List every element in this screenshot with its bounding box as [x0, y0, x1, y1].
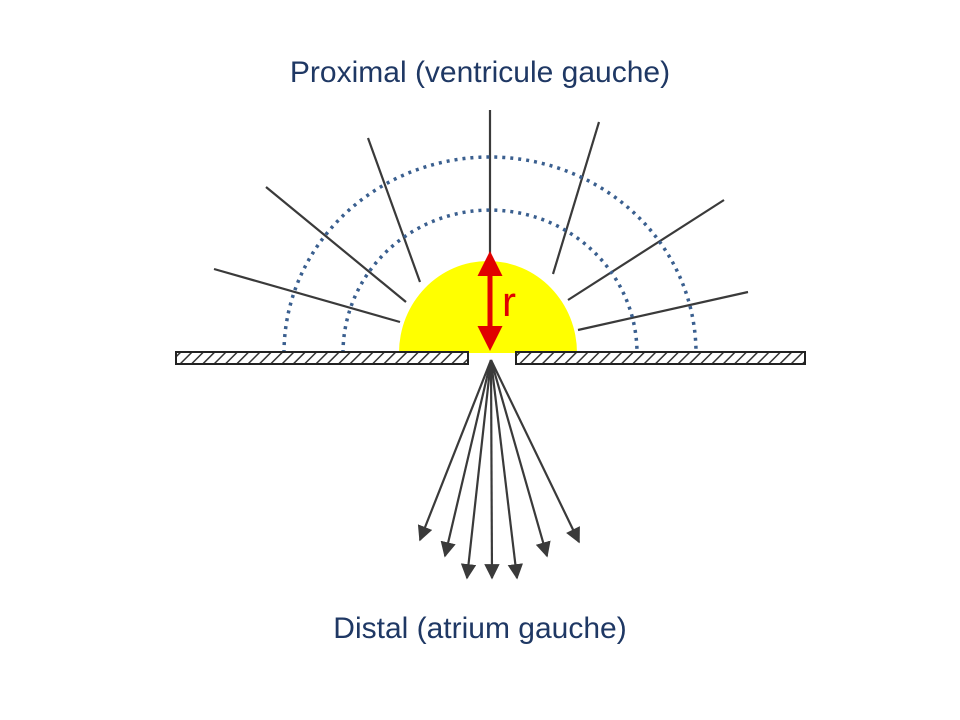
- streamline: [577, 290, 749, 332]
- jet-arrow: [417, 359, 493, 542]
- jet-arrow: [489, 359, 551, 558]
- jet-arrow: [484, 359, 500, 580]
- distal-jets: [417, 359, 580, 580]
- jet-arrow: [460, 359, 493, 580]
- jet-arrow: [440, 359, 493, 558]
- proximal-streamlines: [213, 110, 749, 332]
- inner-isovelocity-shell: [341, 208, 639, 354]
- streamline: [366, 137, 422, 283]
- streamline: [213, 267, 401, 324]
- streamline: [567, 199, 725, 301]
- jet-arrow: [489, 359, 524, 580]
- proximal-label: Proximal (ventricule gauche): [289, 56, 671, 89]
- valve-leaflet-left: [175, 351, 469, 365]
- streamline: [551, 121, 601, 275]
- valve-leaflet-right: [515, 351, 806, 365]
- streamline: [265, 186, 407, 303]
- jet-arrow: [490, 359, 580, 544]
- distal-label: Distal (atrium gauche): [333, 612, 627, 645]
- radius-label: r: [502, 278, 516, 325]
